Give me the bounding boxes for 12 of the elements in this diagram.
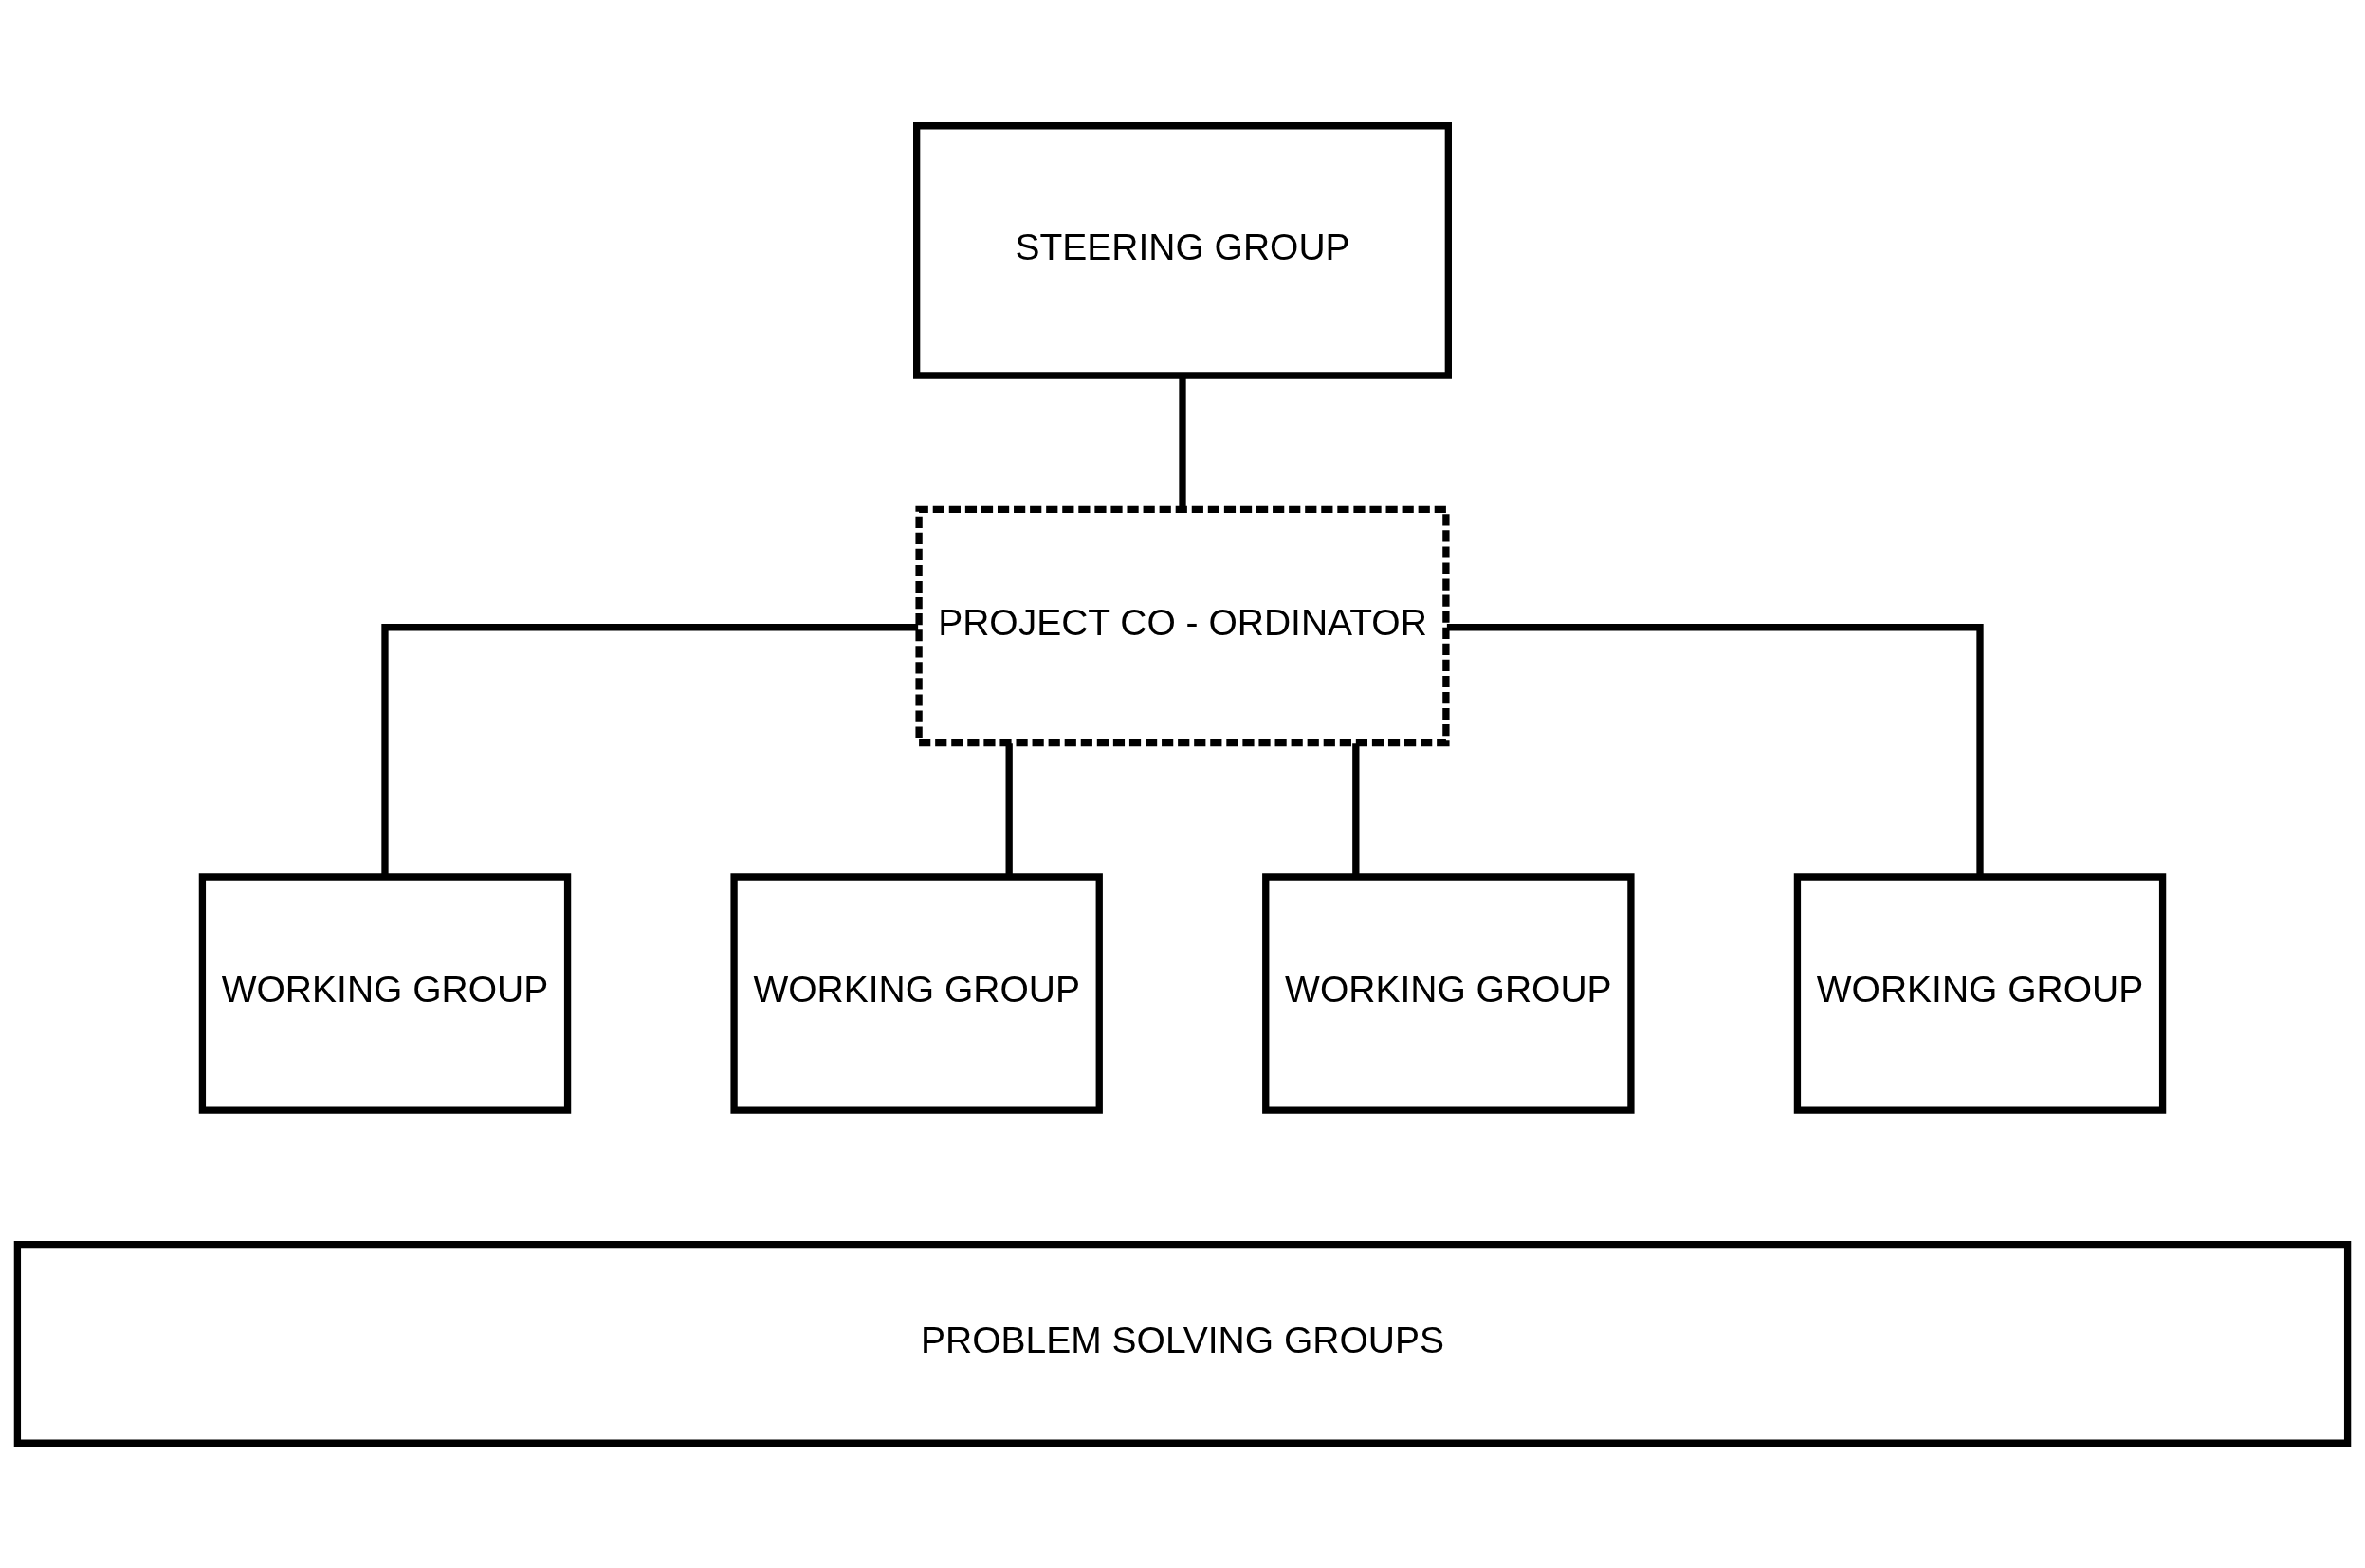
node-box: WORKING GROUP xyxy=(1793,872,2167,1114)
node-box: STEERING GROUP xyxy=(913,121,1452,379)
node-box: WORKING GROUP xyxy=(1262,872,1635,1114)
connector xyxy=(1446,623,1984,877)
connector xyxy=(1179,374,1186,509)
node-box: WORKING GROUP xyxy=(198,872,572,1114)
connector xyxy=(1352,742,1360,877)
node-box: PROJECT CO - ORDINATOR xyxy=(915,505,1450,746)
node-box: PROBLEM SOLVING GROUPS xyxy=(13,1240,2352,1447)
connector xyxy=(1005,742,1013,877)
node-box: WORKING GROUP xyxy=(730,872,1103,1114)
connector xyxy=(381,623,919,877)
